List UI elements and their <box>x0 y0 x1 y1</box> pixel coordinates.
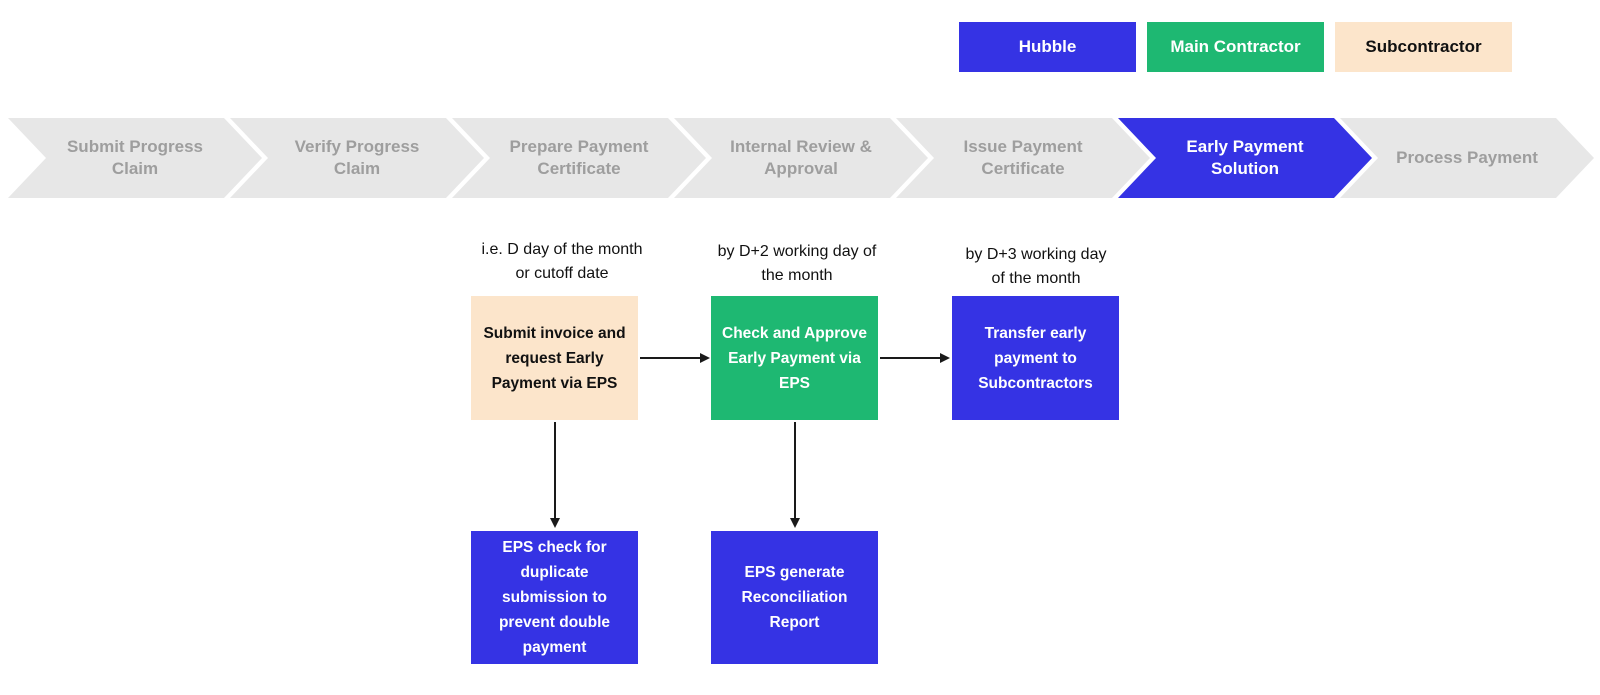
step-issue-payment-certificate: Issue Payment Certificate <box>896 118 1150 198</box>
arrow-down-icon <box>790 422 800 528</box>
flow-box-check-approve: Check and Approve Early Payment via EPS <box>711 296 878 420</box>
flow-box-label: EPS generate Reconciliation Report <box>741 564 848 631</box>
flow-box-eps-duplicate-check: EPS check for duplicate submission to pr… <box>471 531 638 664</box>
step-label: Internal Review & Approval <box>730 137 872 178</box>
arrow-down-icon <box>550 422 560 528</box>
annotation-line: the month <box>761 267 833 284</box>
process-timeline: Submit Progress Claim Verify Progress Cl… <box>8 118 1594 198</box>
annotation-line: or cutoff date <box>515 265 609 282</box>
step-label: Process Payment <box>1396 148 1538 167</box>
step-label: Verify Progress Claim <box>294 137 420 178</box>
annotation-cutoff-date: i.e. D day of the month or cutoff date <box>442 238 682 286</box>
step-early-payment-solution: Early Payment Solution <box>1118 118 1372 198</box>
annotation-d-plus-3: by D+3 working day of the month <box>916 243 1156 291</box>
flow-box-submit-invoice: Submit invoice and request Early Payment… <box>471 296 638 420</box>
step-process-payment: Process Payment <box>1340 118 1594 198</box>
flow-box-label: EPS check for duplicate submission to pr… <box>498 539 611 656</box>
flow-box-label: Submit invoice and request Early Payment… <box>483 324 626 392</box>
flow-box-label: Transfer early payment to Subcontractors <box>978 324 1093 392</box>
legend: Hubble Main Contractor Subcontractor <box>959 22 1512 72</box>
step-prepare-payment-certificate: Prepare Payment Certificate <box>452 118 706 198</box>
annotation-line: by D+3 working day <box>965 246 1107 263</box>
legend-item-hubble: Hubble <box>959 22 1136 72</box>
annotation-d-plus-2: by D+2 working day of the month <box>677 240 917 288</box>
legend-label: Main Contractor <box>1170 37 1301 56</box>
step-submit-progress-claim: Submit Progress Claim <box>8 118 262 198</box>
legend-label: Subcontractor <box>1365 37 1482 56</box>
step-verify-progress-claim: Verify Progress Claim <box>230 118 484 198</box>
flow-box-transfer-payment: Transfer early payment to Subcontractors <box>952 296 1119 420</box>
flow-box-label: Check and Approve Early Payment via EPS <box>722 324 867 392</box>
legend-item-subcontractor: Subcontractor <box>1335 22 1512 72</box>
step-label: Issue Payment Certificate <box>963 137 1083 178</box>
step-label: Submit Progress Claim <box>66 137 204 178</box>
step-label: Prepare Payment Certificate <box>509 137 649 178</box>
step-internal-review-approval: Internal Review & Approval <box>674 118 928 198</box>
annotation-line: of the month <box>991 270 1081 287</box>
flow-box-eps-reconciliation-report: EPS generate Reconciliation Report <box>711 531 878 664</box>
legend-label: Hubble <box>1018 37 1077 56</box>
arrow-right-icon <box>640 353 710 363</box>
arrow-right-icon <box>880 353 950 363</box>
annotation-line: i.e. D day of the month <box>481 241 643 258</box>
legend-item-main-contractor: Main Contractor <box>1147 22 1324 72</box>
step-label: Early Payment Solution <box>1186 137 1304 178</box>
annotation-line: by D+2 working day of <box>717 243 877 260</box>
